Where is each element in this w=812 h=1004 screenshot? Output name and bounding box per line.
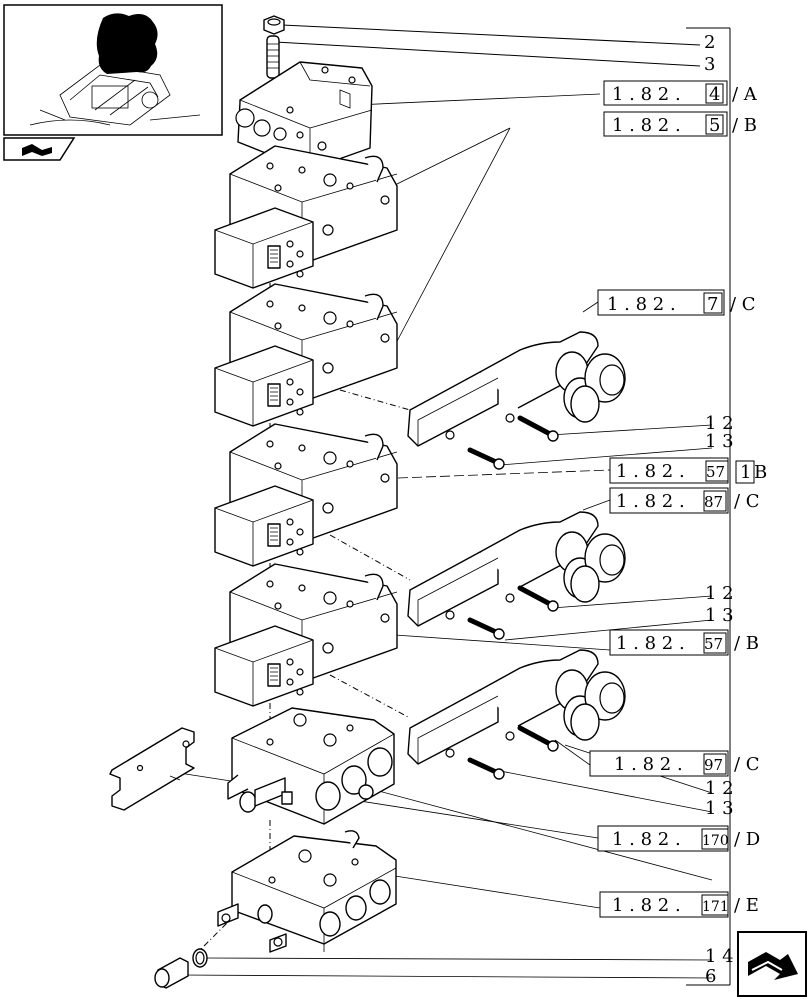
callout-3[interactable]: 3 — [704, 54, 715, 75]
callout-2[interactable]: 2 — [704, 32, 715, 53]
ref-number: 1 . 8 2 . — [612, 895, 681, 916]
ref-page-box: 57 — [704, 635, 723, 653]
ref-link-1[interactable]: 1 . 8 2 . 4 / A — [603, 80, 758, 106]
valve-section-1[interactable] — [214, 145, 398, 289]
valve-section-3[interactable] — [214, 423, 398, 567]
stud-part-3[interactable] — [266, 35, 280, 79]
nut-part-2[interactable] — [263, 15, 285, 35]
leader-lines — [159, 24, 713, 979]
elbow-fitting-3[interactable] — [407, 649, 626, 765]
ref-link-3[interactable]: 1 . 8 2 . 7 / C — [597, 289, 756, 316]
callout-6[interactable]: 6 — [705, 966, 716, 987]
next-page-button[interactable] — [737, 931, 807, 997]
ref-page-box: 170 — [702, 833, 729, 849]
ref-number: 1 . 8 2 . — [616, 461, 685, 482]
o-ring-part-14[interactable] — [192, 948, 208, 968]
lower-valve-block[interactable] — [227, 707, 395, 825]
ref-suffix: / D — [734, 829, 760, 850]
callout-14[interactable]: 1 4 — [705, 946, 734, 967]
ref-link-6[interactable]: 1 . 8 2 . 57 / B — [609, 629, 759, 656]
ref-link-9[interactable]: 1 . 8 2 . 171 / E — [599, 891, 759, 918]
ref-suffix: / B — [734, 633, 759, 654]
ref-number: 1 . 8 2 . — [607, 294, 676, 315]
ref-suffix: / E — [734, 895, 759, 916]
reference-bar — [686, 27, 731, 986]
ref-suffix: / C — [730, 294, 756, 315]
ref-page-box: 7 — [707, 294, 718, 315]
callout-12-c[interactable]: 1 2 — [705, 778, 734, 799]
inlet-cover-block[interactable] — [235, 61, 373, 180]
ref-link-7[interactable]: 1 . 8 2 . 97 / C — [589, 750, 760, 777]
ref-suffix: / A — [732, 84, 758, 105]
ref-link-4[interactable]: 1 . 8 2 . 57 1 B — [609, 457, 767, 484]
ref-suffix: 1 — [740, 462, 751, 483]
overview-thumbnail[interactable] — [3, 4, 223, 136]
ref-page-box: 97 — [704, 756, 723, 774]
navigate-back-icon[interactable] — [3, 137, 76, 161]
ref-link-8[interactable]: 1 . 8 2 . 170 / D — [597, 825, 760, 852]
arrow-right-icon — [748, 952, 798, 980]
ref-link-2[interactable]: 1 . 8 2 . 5 / B — [603, 111, 757, 137]
ref-page-box: 87 — [704, 493, 723, 511]
tractor-overview-icon — [29, 13, 201, 126]
bracket-plate[interactable] — [109, 727, 195, 811]
ref-page-box: 57 — [706, 463, 725, 481]
ref-page-box: 5 — [709, 115, 720, 136]
callout-12-a[interactable]: 1 2 — [705, 413, 734, 434]
ref-number: 1 . 8 2 . — [616, 491, 685, 512]
elbow-fitting-2[interactable] — [407, 511, 626, 627]
elbow-fitting-1[interactable] — [407, 331, 626, 447]
valve-section-4[interactable] — [214, 563, 398, 707]
ref-number: 1 . 8 2 . — [616, 633, 685, 654]
valve-section-2[interactable] — [214, 283, 398, 427]
ref-tail: B — [754, 462, 767, 483]
callout-13-b[interactable]: 1 3 — [705, 605, 734, 626]
ref-suffix: / B — [732, 115, 757, 136]
bolt-pair-2[interactable] — [470, 588, 558, 639]
callout-13-c[interactable]: 1 3 — [705, 798, 734, 819]
ref-suffix: / C — [734, 491, 760, 512]
ref-suffix: / C — [734, 754, 760, 775]
ref-page-box: 4 — [709, 84, 720, 105]
ref-number: 1 . 8 2 . — [612, 829, 681, 850]
ref-number: 1 . 8 2 . — [612, 115, 681, 136]
ref-link-5[interactable]: 1 . 8 2 . 87 / C — [609, 487, 760, 514]
ref-number: 1 . 8 2 . — [614, 754, 683, 775]
end-cover-block[interactable] — [217, 830, 397, 953]
ref-number: 1 . 8 2 . — [612, 84, 681, 105]
callout-13-a[interactable]: 1 3 — [705, 431, 734, 452]
plug-part-6[interactable] — [154, 957, 189, 989]
ref-page-box: 171 — [702, 899, 729, 915]
callout-12-b[interactable]: 1 2 — [705, 583, 734, 604]
callout-labels: 2 3 1 2 1 3 1 2 1 3 1 2 1 3 1 4 6 — [704, 32, 734, 987]
